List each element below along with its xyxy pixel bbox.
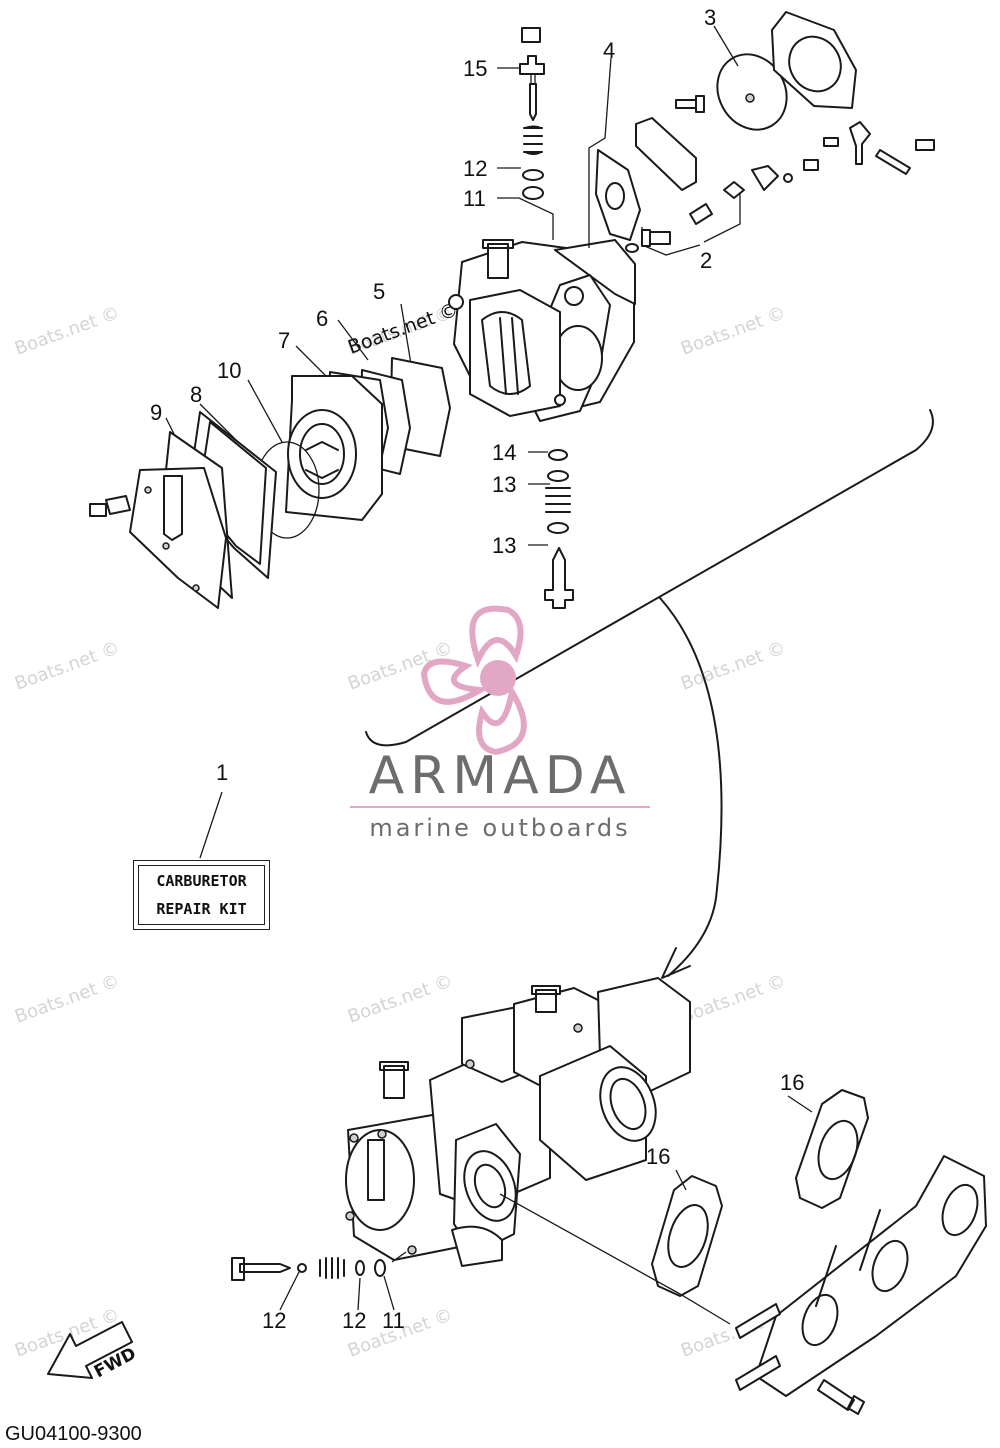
callout-16-lower: 16: [646, 1144, 671, 1169]
callout-8: 8: [190, 382, 203, 407]
callout-6: 6: [316, 306, 329, 331]
brand-tagline: marine outboards: [369, 814, 631, 842]
brand-name: ARMADA: [368, 746, 632, 806]
callout-11-bottom: 11: [382, 1308, 405, 1333]
callout-1: 1: [216, 760, 229, 785]
callout-13-upper: 13: [492, 472, 517, 497]
callout-16-upper: 16: [780, 1070, 805, 1095]
callout-14: 14: [492, 440, 517, 465]
callout-15: 15: [463, 56, 488, 81]
carburetor-assembly: [47, 791, 987, 1415]
part-code: GU04100-9300: [5, 1423, 142, 1445]
callout-13-lower: 13: [492, 533, 517, 558]
callout-2: 2: [700, 248, 713, 273]
callout-10: 10: [217, 358, 242, 383]
carburetor-repair-kit-label: CARBURETOR REPAIR KIT: [133, 860, 270, 930]
callout-12-bottom-right: 12: [342, 1308, 367, 1333]
callout-3: 3: [704, 5, 717, 30]
callout-11-top: 11: [463, 186, 486, 211]
callout-5: 5: [373, 279, 386, 304]
carburetor-exploded-view: [89, 11, 935, 979]
callout-9: 9: [150, 400, 163, 425]
callout-4: 4: [603, 38, 616, 63]
kit-label-line1: CARBURETOR: [156, 872, 247, 890]
armada-propeller-logo: [420, 605, 527, 756]
callout-12-top: 12: [463, 156, 488, 181]
brand-divider: [350, 806, 650, 808]
kit-label-line2: REPAIR KIT: [156, 900, 247, 918]
callout-12-bottom-left: 12: [262, 1308, 287, 1333]
callout-7: 7: [278, 328, 291, 353]
